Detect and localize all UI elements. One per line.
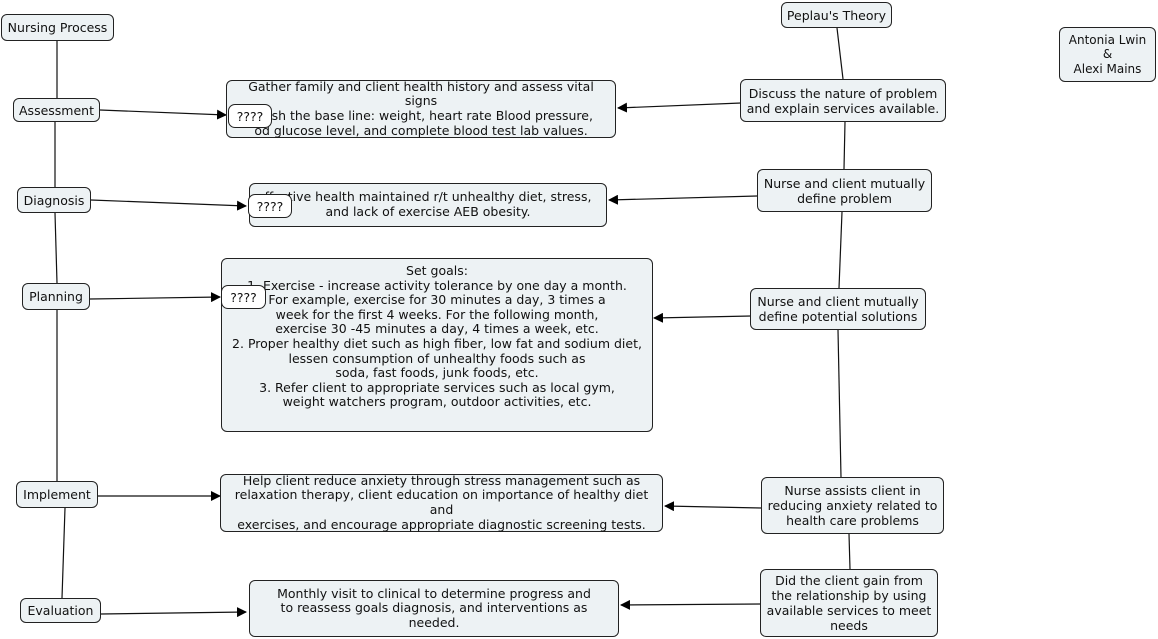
- arrow-line: [664, 501, 762, 512]
- step-evaluation: Evaluation: [20, 598, 101, 623]
- hidden-label-1: ????: [228, 104, 272, 128]
- phase-solutions: Nurse and client mutually define potenti…: [750, 288, 926, 330]
- arrow-line: [99, 109, 227, 120]
- trunk-line: [54, 212, 58, 284]
- nursing-process-title: Nursing Process: [1, 14, 114, 41]
- diagnosis-content: ffective health maintained r/t unhealthy…: [249, 183, 607, 227]
- evaluation-content: Monthly visit to clinical to determine p…: [249, 580, 619, 637]
- hidden-label-3: ????: [221, 285, 266, 309]
- step-diagnosis: Diagnosis: [17, 187, 91, 213]
- arrow-line: [617, 102, 742, 113]
- trunk-line: [836, 27, 844, 80]
- trunk-line: [843, 121, 846, 170]
- trunk-line: [61, 507, 66, 599]
- planning-content: Set goals: 1. Exercise - increase activi…: [221, 258, 653, 432]
- arrow-line: [653, 312, 752, 323]
- arrow-line: [620, 599, 762, 610]
- assessment-content: Gather family and client health history …: [226, 79, 616, 138]
- phase-resolution: Did the client gain from the relationshi…: [760, 569, 938, 637]
- step-assessment: Assessment: [13, 98, 100, 122]
- phase-orientation: Discuss the nature of problem and explai…: [740, 79, 946, 122]
- trunk-line: [838, 211, 843, 289]
- authors-box: Antonia Lwin & Alexi Mains: [1059, 27, 1156, 82]
- phase-exploitation: Nurse assists client in reducing anxiety…: [761, 477, 944, 534]
- trunk-line: [848, 533, 851, 570]
- step-planning: Planning: [22, 283, 90, 310]
- arrow-line: [608, 194, 758, 205]
- hidden-label-2: ????: [248, 194, 292, 218]
- trunk-line: [837, 329, 842, 478]
- arrow-line: [90, 199, 247, 211]
- step-implement: Implement: [16, 481, 98, 508]
- arrow-line: [89, 292, 221, 303]
- peplau-title: Peplau's Theory: [781, 2, 892, 28]
- phase-identification: Nurse and client mutually define problem: [757, 169, 932, 212]
- arrow-line: [100, 607, 247, 618]
- implement-content: Help client reduce anxiety through stres…: [220, 473, 663, 532]
